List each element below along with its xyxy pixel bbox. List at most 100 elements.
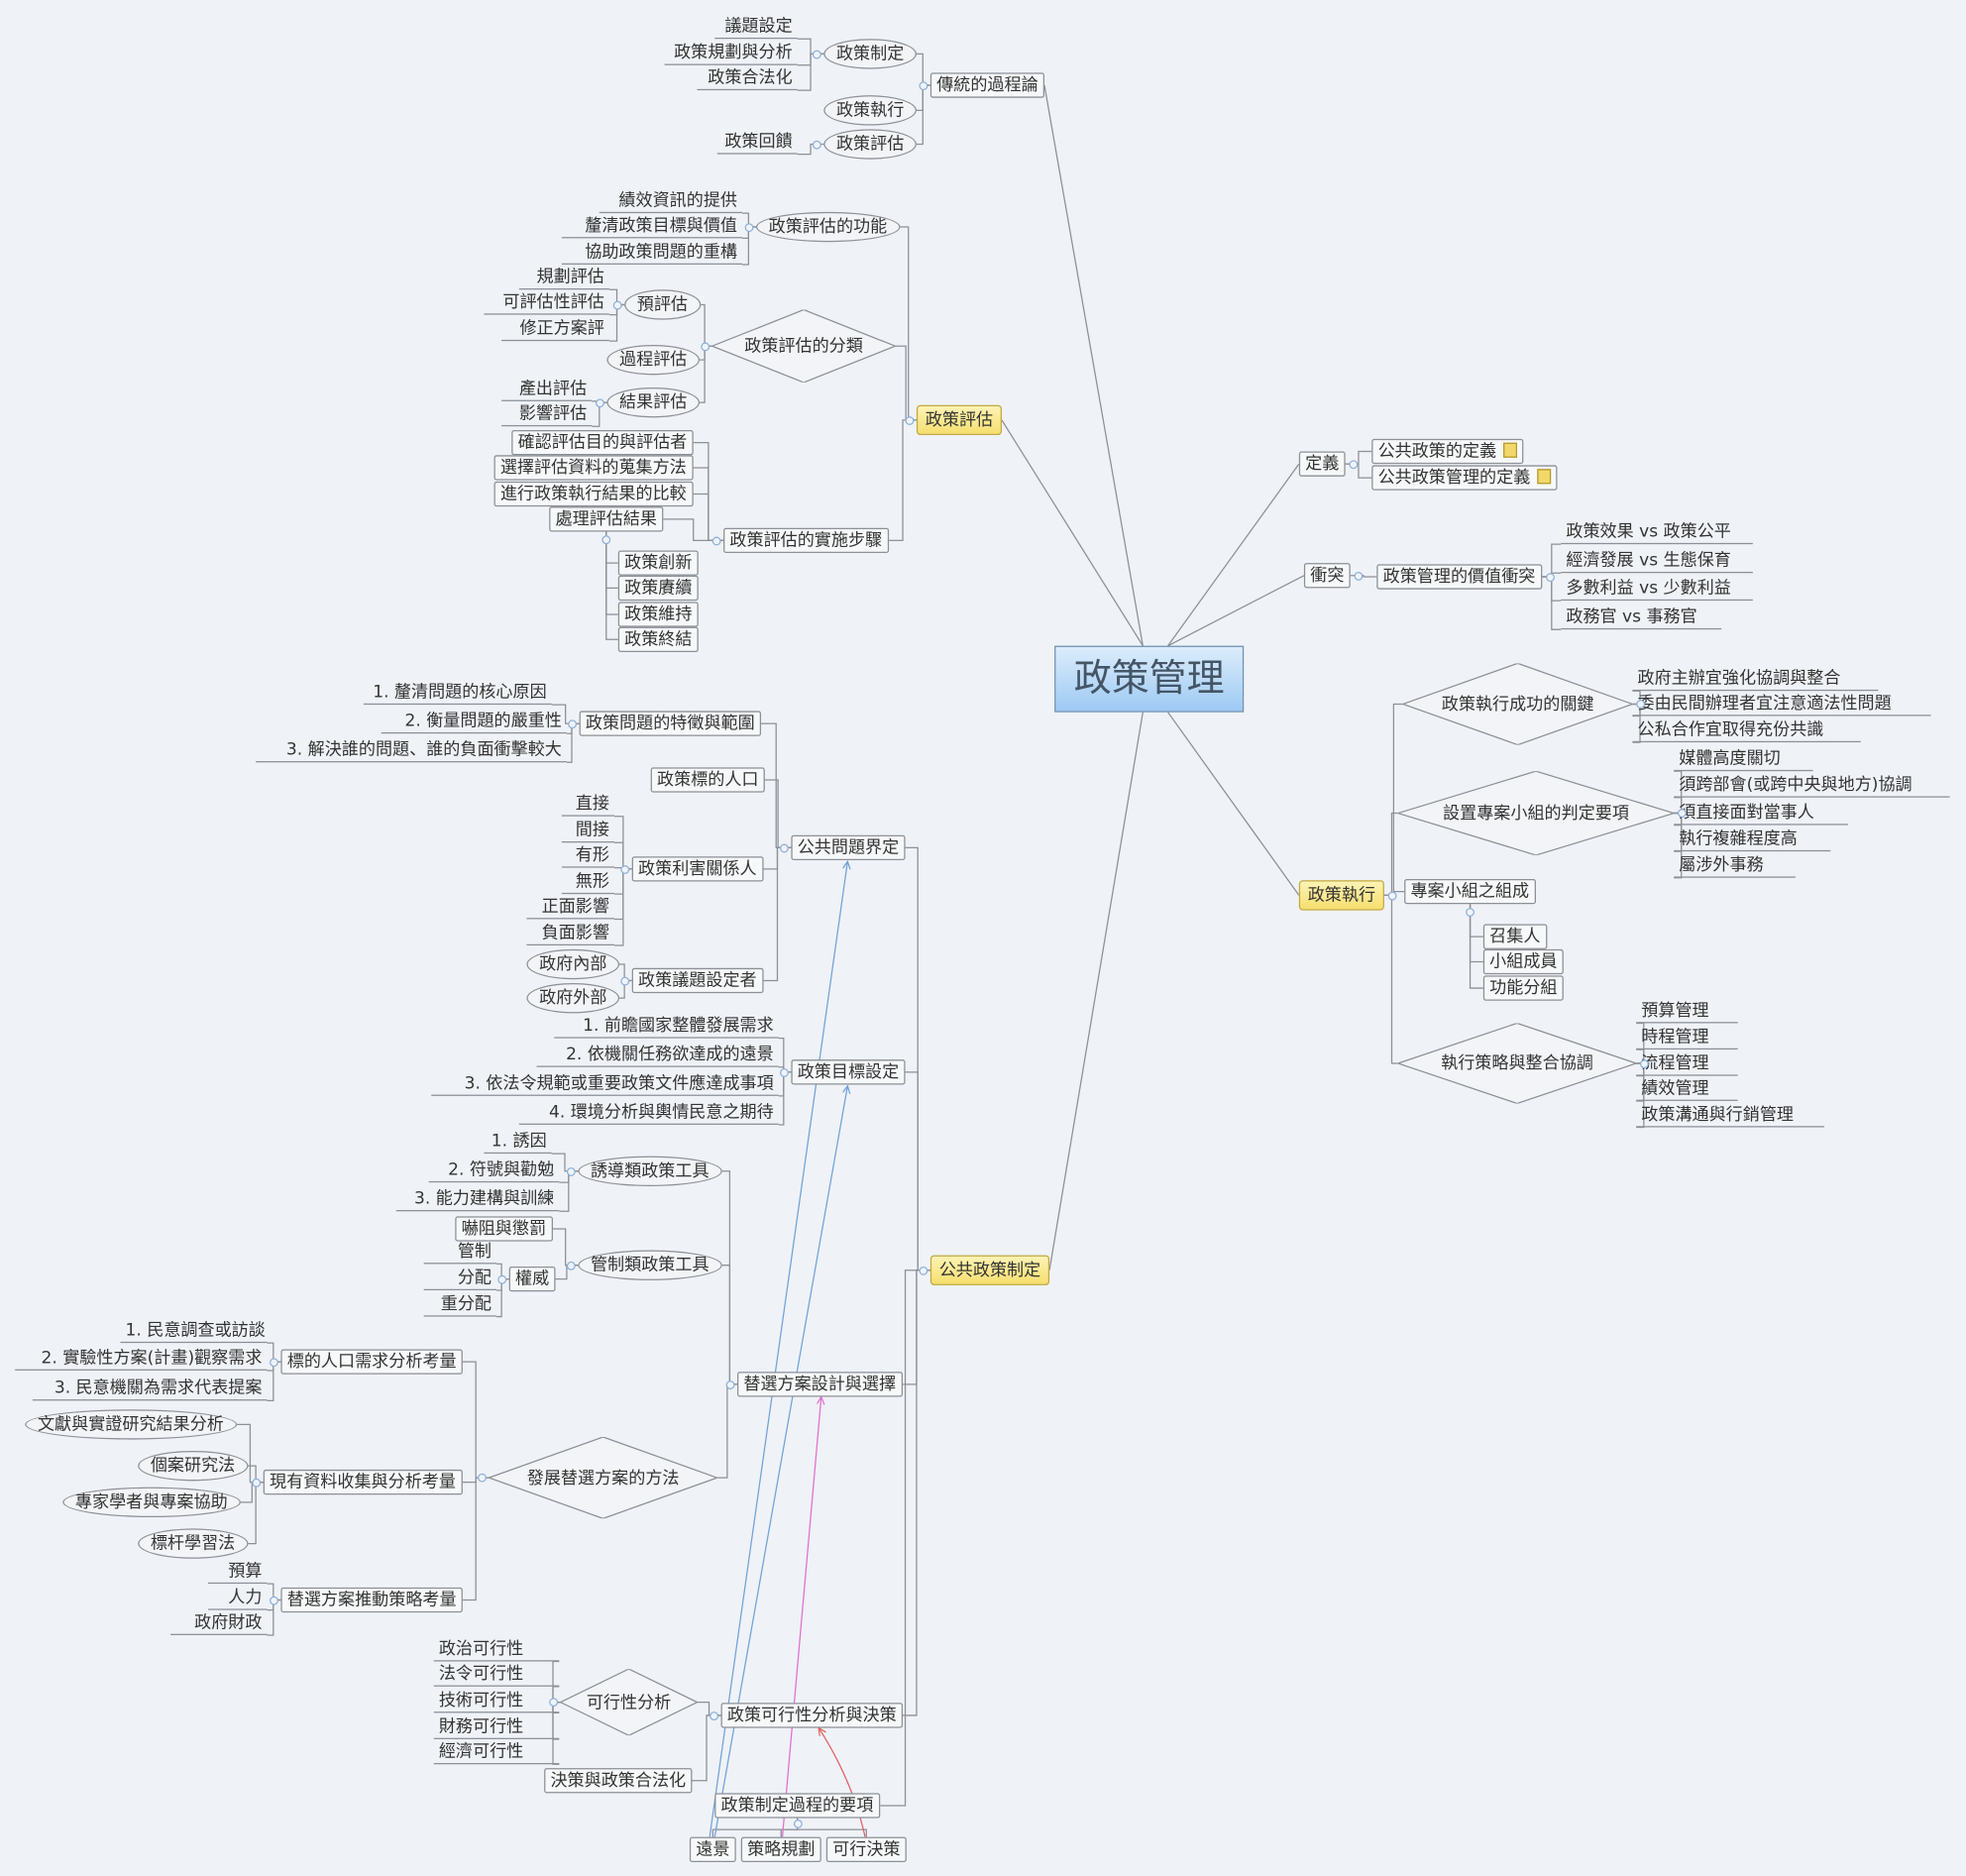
leaf[interactable]: 標杆學習法 [138, 1528, 248, 1559]
essential-strategic-planning[interactable]: 策略規劃 [740, 1836, 821, 1862]
leaf[interactable]: 負面影響 [526, 922, 614, 946]
step[interactable]: 選擇評估資料的蒐集方法 [493, 455, 694, 481]
collapse-toggle[interactable] [1353, 571, 1363, 581]
leaf[interactable]: 政府財政 [170, 1611, 268, 1635]
leaf[interactable]: 正面影響 [526, 895, 614, 920]
leaf[interactable]: 3. 能力建構與訓練 [395, 1187, 560, 1212]
leaf[interactable]: 3. 依法令規範或重要政策文件應達成事項 [431, 1072, 779, 1096]
topic-policy-making[interactable]: 政策制定 [823, 39, 917, 69]
leaf[interactable]: 政務官 vs 事務官 [1561, 606, 1722, 630]
leaf[interactable]: 召集人 [1482, 924, 1547, 949]
collapse-toggle[interactable] [1639, 1058, 1649, 1068]
collapse-toggle[interactable] [496, 1274, 506, 1284]
leaf[interactable]: 經濟可行性 [433, 1740, 560, 1765]
step[interactable]: 處理評估結果 [549, 506, 664, 532]
leaf[interactable]: 公私合作宜取得充份共識 [1632, 718, 1861, 743]
collapse-toggle[interactable] [566, 1166, 576, 1176]
collapse-toggle[interactable] [1348, 459, 1358, 469]
note-icon[interactable] [1536, 469, 1551, 485]
collapse-toggle[interactable] [1387, 890, 1396, 900]
leaf[interactable]: 法令可行性 [433, 1663, 560, 1687]
leaf[interactable]: 經濟發展 vs 生態保育 [1561, 549, 1753, 574]
leaf[interactable]: 議題設定 [714, 15, 798, 40]
collapse-toggle[interactable] [793, 1819, 803, 1828]
topic-conflict[interactable]: 衝突 [1303, 563, 1351, 589]
leaf[interactable]: 政策回饋 [716, 131, 798, 155]
leaf[interactable]: 政治可行性 [433, 1637, 560, 1662]
topic-promotion-strategy[interactable]: 替選方案推動策略考量 [280, 1587, 463, 1613]
collapse-toggle[interactable] [724, 1379, 734, 1389]
collapse-toggle[interactable] [1635, 700, 1645, 709]
collapse-toggle[interactable] [812, 140, 821, 149]
leaf[interactable]: 人力 [208, 1587, 268, 1610]
leaf[interactable]: 2. 符號與勸勉 [428, 1159, 560, 1183]
leaf[interactable]: 3. 民意機關為需求代表提案 [32, 1377, 268, 1401]
leaf[interactable]: 媒體高度關切 [1674, 747, 1813, 772]
topic-result-evaluation[interactable]: 結果評估 [606, 386, 701, 418]
topic-evaluation-functions[interactable]: 政策評估的功能 [755, 211, 900, 243]
leaf[interactable]: 預算管理 [1636, 999, 1738, 1024]
topic-implementation[interactable]: 政策執行 [1298, 880, 1384, 911]
leaf[interactable]: 績效資訊的提供 [599, 189, 743, 214]
definition-item[interactable]: 公共政策的定義 [1371, 438, 1523, 465]
leaf[interactable]: 政策維持 [617, 602, 699, 627]
collapse-toggle[interactable] [251, 1478, 261, 1488]
topic-strategy[interactable]: 執行策略與整合協調 [1397, 1023, 1637, 1104]
leaf[interactable]: 須跨部會(或跨中央與地方)協調 [1674, 774, 1950, 798]
step[interactable]: 確認評估目的與評估者 [511, 429, 694, 456]
step[interactable]: 進行政策執行結果的比較 [493, 481, 694, 507]
collapse-toggle[interactable] [595, 397, 604, 407]
leaf[interactable]: 政府內部 [526, 948, 620, 980]
topic-taskforce-criteria[interactable]: 設置專案小組的判定要項 [1397, 771, 1675, 855]
topic-target-population[interactable]: 政策標的人口 [650, 767, 765, 793]
leaf[interactable]: 修正方案評 [501, 317, 609, 342]
leaf[interactable]: 政策賡續 [617, 575, 699, 602]
leaf[interactable]: 時程管理 [1636, 1026, 1738, 1050]
leaf[interactable]: 1. 誘因 [484, 1130, 552, 1155]
collapse-toggle[interactable] [1545, 572, 1555, 582]
topic-evaluation[interactable]: 政策評估 [916, 404, 1002, 436]
collapse-toggle[interactable] [269, 1357, 278, 1367]
collapse-toggle[interactable] [711, 535, 720, 545]
leaf[interactable]: 委由民間辦理者宜注意適法性問題 [1632, 692, 1931, 717]
topic-process-evaluation[interactable]: 過程評估 [606, 344, 701, 376]
topic-authority[interactable]: 權威 [508, 1266, 556, 1292]
definition-item[interactable]: 公共政策管理的定義 [1371, 465, 1557, 491]
topic-alternatives[interactable]: 替選方案設計與選擇 [736, 1372, 903, 1397]
leaf[interactable]: 3. 解決誰的問題、誰的負面衝擊較大 [256, 738, 567, 763]
leaf[interactable]: 有形 [561, 844, 614, 868]
topic-needs-analysis[interactable]: 標的人口需求分析考量 [280, 1349, 463, 1375]
leaf[interactable]: 屬涉外事務 [1674, 854, 1796, 878]
leaf[interactable]: 可評估性評估 [484, 291, 609, 315]
topic-feasibility[interactable]: 政策可行性分析與決策 [720, 1703, 904, 1728]
note-icon[interactable] [1502, 442, 1517, 458]
topic-data-collection[interactable]: 現有資料收集與分析考量 [263, 1469, 463, 1495]
topic-policy-execution[interactable]: 政策執行 [823, 95, 917, 126]
collapse-toggle[interactable] [566, 1261, 576, 1270]
topic-regulation-tools[interactable]: 管制類政策工具 [578, 1250, 722, 1280]
leaf[interactable]: 政策創新 [617, 550, 699, 576]
collapse-toggle[interactable] [743, 222, 753, 232]
leaf[interactable]: 政府外部 [526, 982, 620, 1014]
leaf[interactable]: 重分配 [423, 1293, 497, 1317]
topic-traditional-process[interactable]: 傳統的過程論 [929, 72, 1044, 98]
collapse-toggle[interactable] [1677, 809, 1687, 818]
leaf[interactable]: 分配 [423, 1267, 497, 1290]
leaf[interactable]: 須直接面對當事人 [1674, 802, 1849, 826]
collapse-toggle[interactable] [601, 534, 611, 544]
topic-pre-evaluation[interactable]: 預評估 [624, 289, 701, 320]
essential-vision[interactable]: 遠景 [689, 1836, 736, 1862]
leaf[interactable]: 財務可行性 [433, 1715, 560, 1739]
leaf[interactable]: 技術可行性 [433, 1689, 560, 1713]
topic-alternative-methods[interactable]: 發展替選方案的方法 [489, 1437, 716, 1518]
leaf[interactable]: 影響評估 [501, 402, 593, 427]
leaf[interactable]: 1. 前瞻國家整體發展需求 [554, 1015, 779, 1039]
leaf[interactable]: 釐清政策目標與價值 [561, 214, 743, 239]
leaf[interactable]: 4. 環境分析與輿情民意之期待 [518, 1101, 779, 1125]
topic-decision-legalization[interactable]: 決策與政策合法化 [544, 1768, 693, 1794]
leaf[interactable]: 2. 依機關任務欲達成的遠景 [536, 1044, 779, 1067]
topic-value-conflict[interactable]: 政策管理的價值衝突 [1376, 564, 1542, 590]
leaf[interactable]: 嚇阻與懲罰 [455, 1216, 553, 1242]
topic-success-keys[interactable]: 政策執行成功的關鍵 [1402, 663, 1633, 744]
collapse-toggle[interactable] [918, 1266, 928, 1275]
